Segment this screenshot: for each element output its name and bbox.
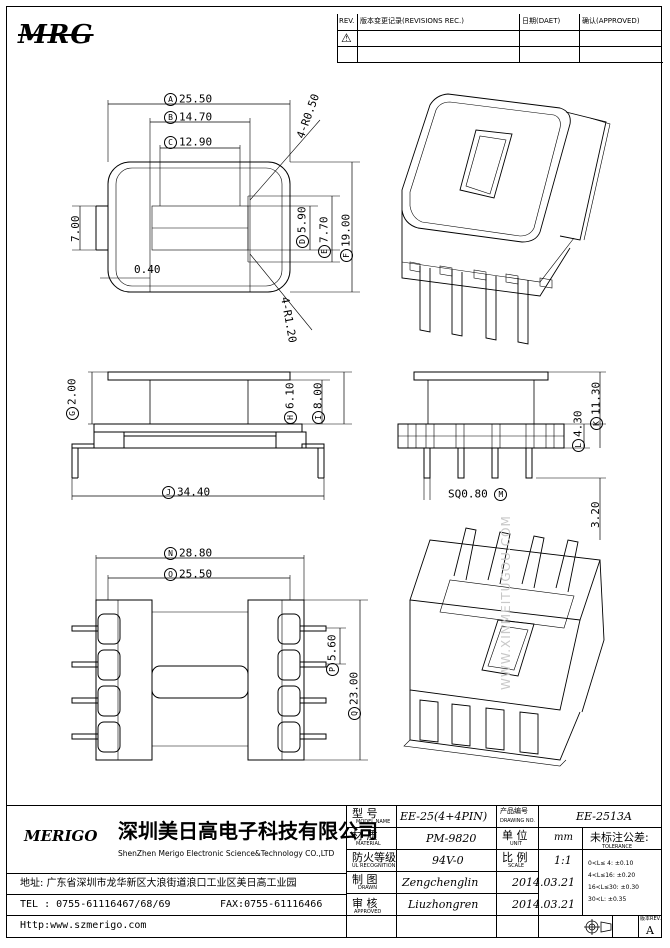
flame-label: 防火等级 bbox=[352, 851, 396, 864]
version-label: 版本REV. bbox=[640, 916, 661, 922]
flame-sub: UL RECOGNITION bbox=[352, 863, 396, 869]
front-view bbox=[71, 371, 352, 500]
date-header: 日期(DAET) bbox=[522, 17, 561, 25]
scale-label: 比 例 bbox=[502, 851, 528, 864]
drawing-label: 产品编号 bbox=[500, 807, 528, 815]
scale-sub: SCALE bbox=[508, 863, 525, 869]
dim-slot-gap: 0.40 bbox=[134, 263, 161, 276]
model-label: 型 号 bbox=[352, 807, 378, 820]
unit-value: mm bbox=[554, 832, 573, 843]
approved-value: Liuzhongren bbox=[408, 898, 479, 911]
dim-i: I8.00 bbox=[312, 383, 325, 424]
mrg-logo: MRG bbox=[18, 20, 94, 50]
material-sub: MATERIAL bbox=[356, 841, 381, 847]
tolerance-row-3: 16<L≤30: ±0.30 bbox=[588, 884, 639, 891]
flame-value: 94V-0 bbox=[432, 854, 464, 867]
version-value: A bbox=[646, 924, 654, 937]
company-name-cn: 深圳美日高电子科技有限公司 bbox=[118, 819, 378, 843]
approved-date: 2014.03.21 bbox=[512, 898, 575, 911]
drawn-value: Zengchenglin bbox=[402, 876, 479, 889]
model-value: EE-25(4+4PIN) bbox=[400, 810, 488, 823]
dim-left-height: 7.00 bbox=[69, 215, 82, 243]
dim-pin-len: 3.20 bbox=[589, 501, 602, 529]
dim-e: E7.70 bbox=[318, 217, 331, 258]
dim-h: H6.10 bbox=[284, 383, 297, 424]
material-label: 材 质 bbox=[352, 829, 378, 842]
model-sub: MODEL NAME bbox=[356, 819, 391, 825]
approved-header: 确认(APPROVED) bbox=[582, 17, 640, 25]
iso-view-top bbox=[401, 93, 611, 345]
revisions-header: 版本变更记录(REVISIONS REC.) bbox=[360, 17, 464, 25]
warning-icon: ⚠ bbox=[341, 31, 352, 45]
dim-k: K11.30 bbox=[590, 382, 603, 430]
unit-label: 单 位 bbox=[502, 829, 528, 842]
dim-q: Q23.00 bbox=[348, 672, 361, 720]
drawn-date: 2014.03.21 bbox=[512, 876, 575, 889]
drawn-sub: DRAWN bbox=[358, 885, 377, 891]
tel: TEL : 0755-61116467/68/69 bbox=[20, 899, 171, 910]
drawing-border bbox=[6, 6, 662, 938]
material-value: PM-9820 bbox=[426, 832, 477, 845]
dim-f: F19.00 bbox=[340, 214, 353, 262]
bottom-view bbox=[71, 555, 368, 761]
company-name-en: ShenZhen Merigo Electronic Science&Techn… bbox=[118, 849, 335, 858]
tolerance-row-2: 4<L≤16: ±0.20 bbox=[588, 872, 636, 879]
watermark: WWW.XINMEITUGOU.COM bbox=[499, 515, 513, 690]
rev-header: REV. bbox=[339, 17, 355, 25]
drawing-sub: DRAWING NO. bbox=[500, 818, 535, 824]
drawn-label: 制 图 bbox=[352, 873, 378, 886]
tolerance-row-1: 0<L≤ 4: ±0.10 bbox=[588, 860, 634, 867]
merigo-logo: MERIGO bbox=[24, 827, 98, 845]
unit-sub: UNIT bbox=[510, 841, 522, 847]
drawing-value: EE-2513A bbox=[576, 810, 632, 823]
iso-view-bottom bbox=[403, 527, 605, 767]
projection-icon bbox=[584, 919, 612, 935]
side-view bbox=[397, 371, 606, 540]
revision-table: REV. 版本变更记录(REVISIONS REC.) 日期(DAET) 确认(… bbox=[337, 14, 663, 63]
approved-sub: APPROVED bbox=[354, 909, 382, 915]
dim-d: D5.90 bbox=[296, 207, 309, 248]
approved-label: 审 核 bbox=[352, 897, 378, 910]
address: 地址: 广东省深圳市龙华新区大浪街道浪口工业区美日高工业园 bbox=[20, 878, 297, 889]
dim-p: P5.60 bbox=[326, 635, 339, 676]
tolerance-label: 未标注公差: bbox=[590, 831, 649, 844]
title-block: MERIGO 深圳美日高电子科技有限公司 ShenZhen Merigo Ele… bbox=[6, 805, 662, 938]
top-view bbox=[72, 100, 360, 331]
tolerance-sub: TOLERANCE bbox=[602, 844, 633, 850]
tolerance-row-4: 30<L: ±0.35 bbox=[588, 896, 627, 903]
fax: FAX:0755-61116466 bbox=[220, 899, 323, 910]
scale-value: 1:1 bbox=[554, 854, 572, 867]
dim-l: L4.30 bbox=[572, 411, 585, 452]
dim-pin-sq: SQ0.80 M bbox=[448, 488, 509, 501]
website: Http:www.szmerigo.com bbox=[20, 920, 147, 931]
dim-g: G2.00 bbox=[66, 379, 79, 420]
